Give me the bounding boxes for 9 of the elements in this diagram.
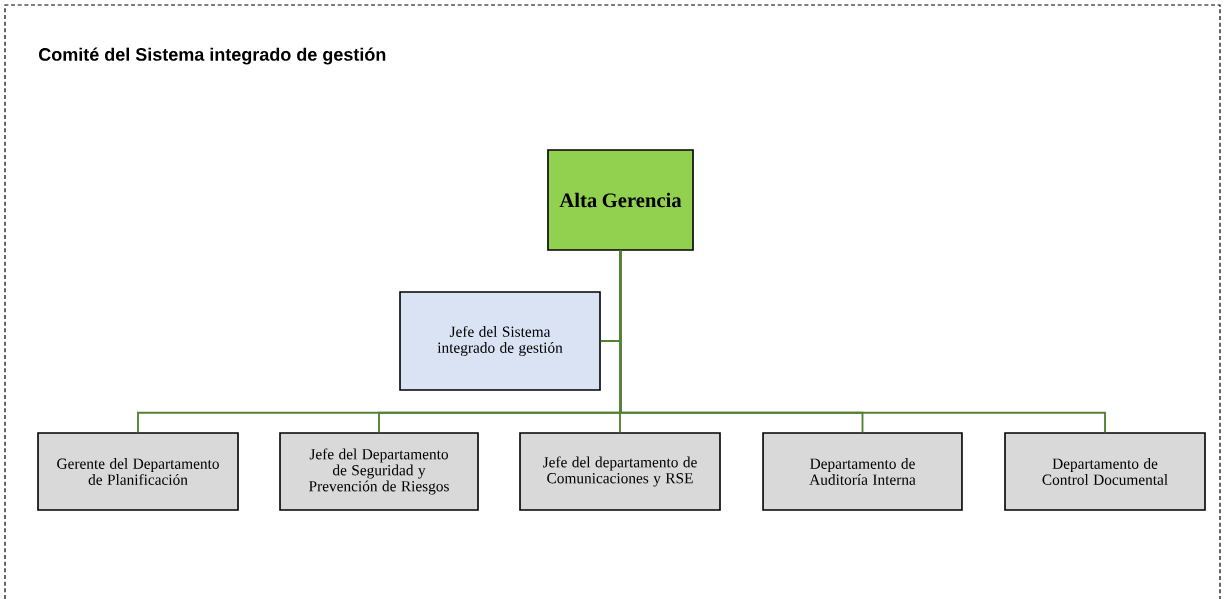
connector-line bbox=[619, 249, 1106, 434]
department-box: Gerente del Departamento de Planificación bbox=[37, 432, 239, 511]
role-box: Jefe del Sistema integrado de gestión bbox=[399, 291, 601, 391]
department-box: Jefe del Departamento de Seguridad y Prevención de Riesgos bbox=[279, 432, 479, 511]
top-management-box: Alta Gerencia bbox=[547, 149, 694, 251]
department-box: Jefe del departamento de Comunicaciones y RSE bbox=[519, 432, 721, 511]
department-box: Departamento de Auditoría Interna bbox=[762, 432, 963, 511]
department-box: Departamento de Control Documental bbox=[1004, 432, 1206, 511]
title: Comité del Sistema integrado de gestión bbox=[39, 47, 386, 65]
